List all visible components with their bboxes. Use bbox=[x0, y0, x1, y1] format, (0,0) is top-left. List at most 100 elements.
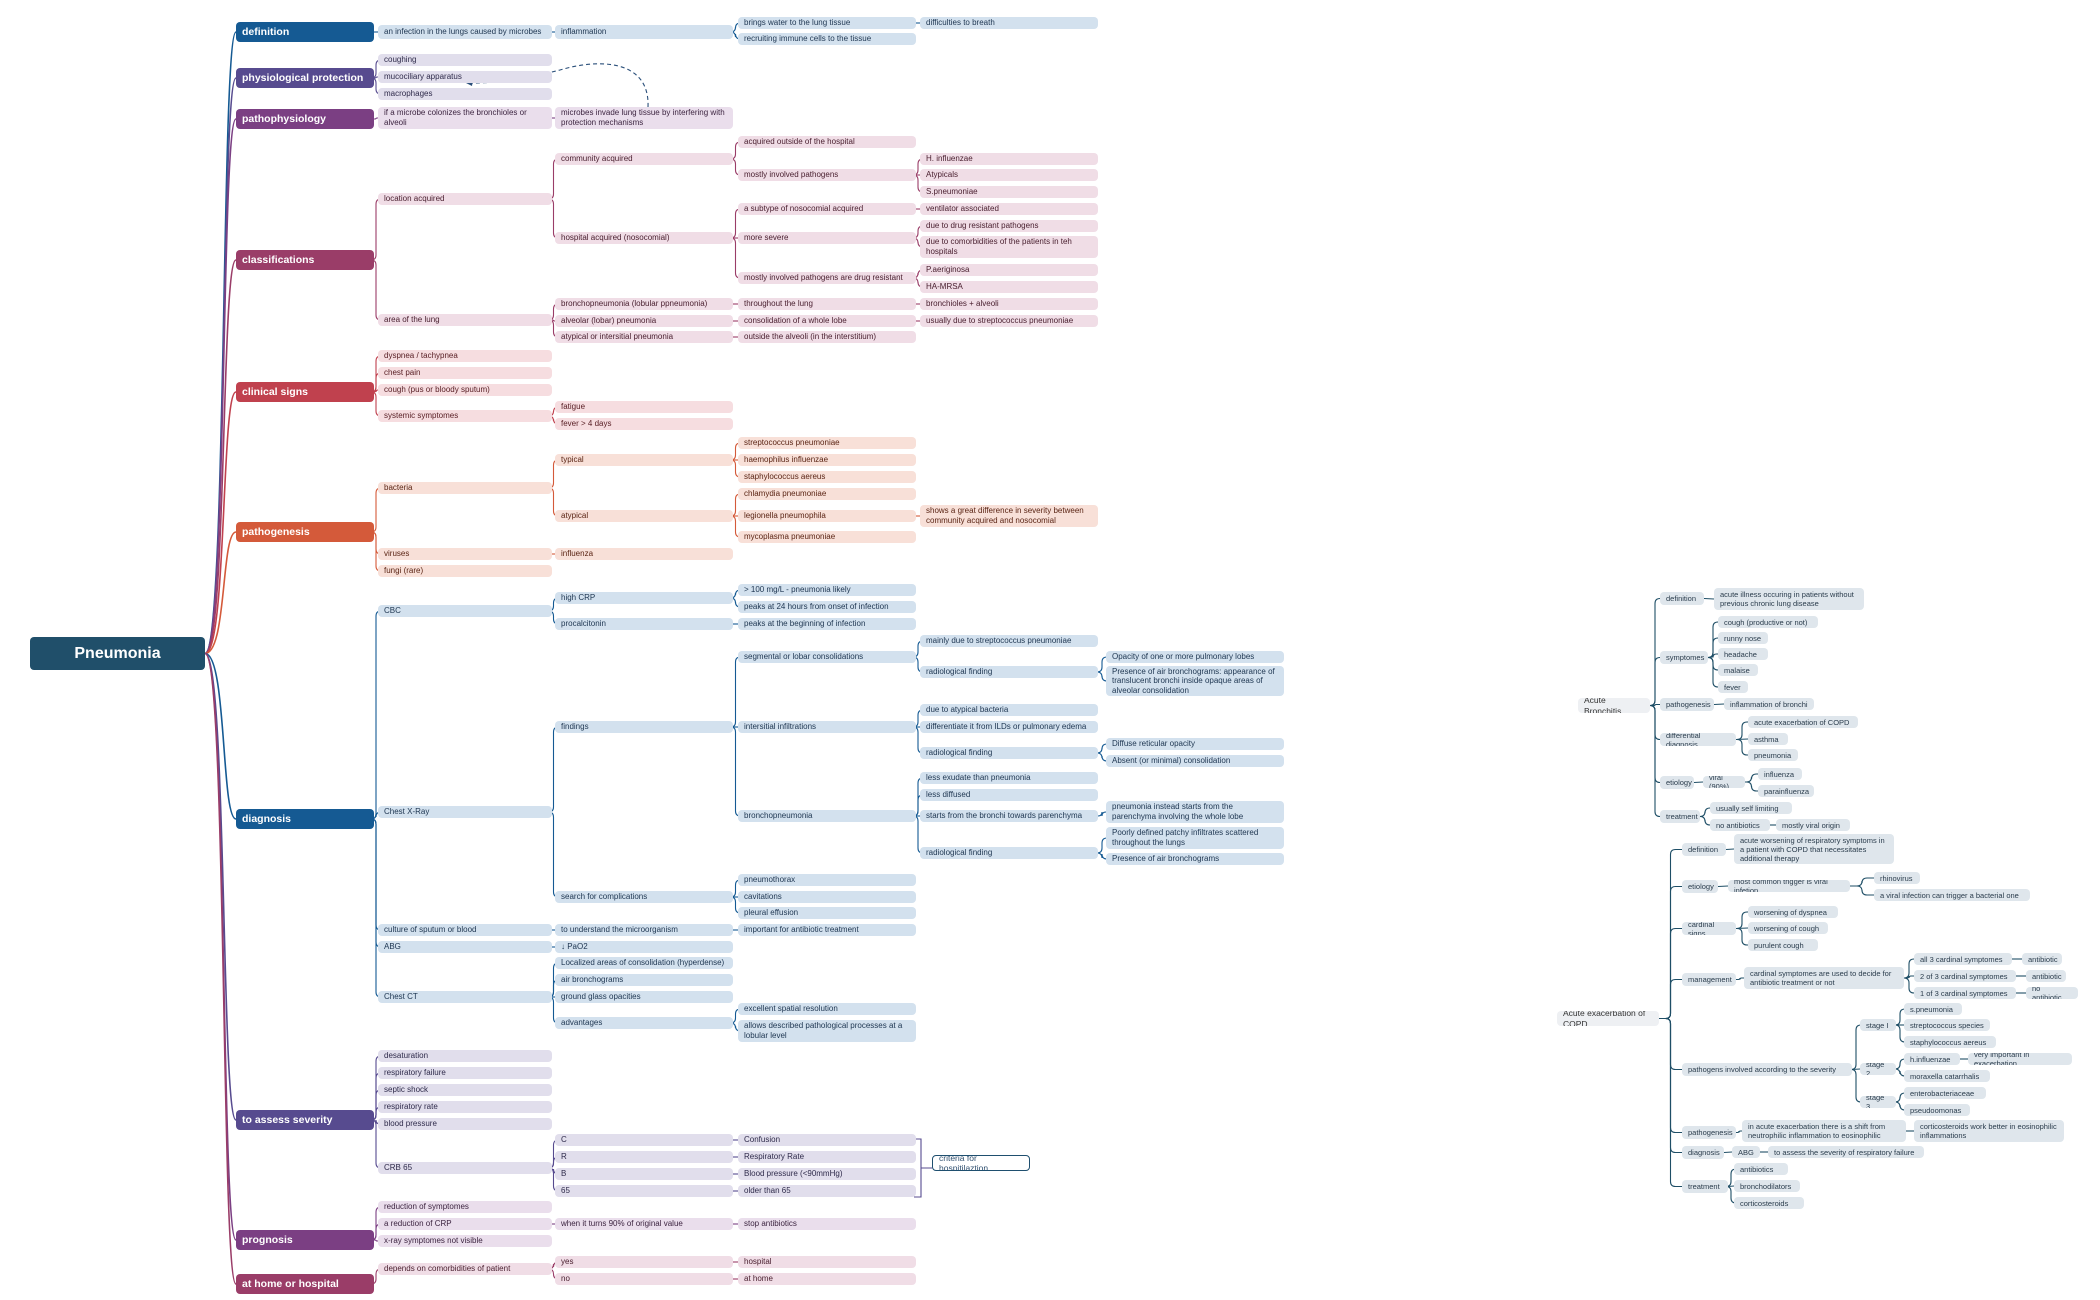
topic-node[interactable]: x-ray symptomes not visible bbox=[378, 1235, 552, 1247]
side-topic-node[interactable]: 1 of 3 cardinal symptomes bbox=[1914, 987, 2016, 999]
topic-node[interactable]: segmental or lobar consolidations bbox=[738, 651, 916, 663]
topic-node[interactable]: Respiratory Rate bbox=[738, 1151, 916, 1163]
side-topic-node[interactable]: worsening of cough bbox=[1748, 922, 1828, 934]
topic-node[interactable]: stop antibiotics bbox=[738, 1218, 916, 1230]
topic-node[interactable]: peaks at 24 hours from onset of infectio… bbox=[738, 601, 916, 613]
topic-node[interactable]: influenza bbox=[555, 548, 733, 560]
side-topic-node[interactable]: antibiotics bbox=[1734, 1163, 1788, 1175]
topic-node[interactable]: yes bbox=[555, 1256, 733, 1268]
topic-node[interactable]: high CRP bbox=[555, 592, 733, 604]
topic-node[interactable]: mostly involved pathogens are drug resis… bbox=[738, 272, 916, 284]
topic-node[interactable]: reduction of symptomes bbox=[378, 1201, 552, 1213]
topic-node[interactable]: location acquired bbox=[378, 193, 552, 205]
branch-definition[interactable]: definition bbox=[236, 22, 374, 42]
topic-node[interactable]: mostly involved pathogens bbox=[738, 169, 916, 181]
topic-node[interactable]: bronchopneumonia bbox=[738, 810, 916, 822]
topic-node[interactable]: starts from the bronchi towards parenchy… bbox=[920, 810, 1098, 822]
topic-node[interactable]: outside the alveoli (in the interstitium… bbox=[738, 331, 916, 343]
side-topic-node[interactable]: h.influenzae bbox=[1904, 1053, 1960, 1065]
side-topic-node[interactable]: viral (90%) bbox=[1703, 776, 1745, 788]
side-topic-node[interactable]: acute exacerbation of COPD bbox=[1748, 716, 1858, 728]
side-topic-node[interactable]: rhinovirus bbox=[1874, 872, 1920, 884]
side-topic-node[interactable]: no antibiotics bbox=[1710, 819, 1770, 831]
topic-node[interactable]: bronchioles + alveoli bbox=[920, 298, 1098, 310]
side-topic-node[interactable]: etiology bbox=[1682, 880, 1718, 893]
topic-node[interactable]: macrophages bbox=[378, 88, 552, 100]
topic-node[interactable]: S.pneumoniae bbox=[920, 186, 1098, 198]
side-topic-node[interactable]: inflammation of bronchi bbox=[1724, 698, 1814, 710]
side-topic-node[interactable]: cough (productive or not) bbox=[1718, 616, 1818, 628]
criteria-label[interactable]: criteria for hospitilaztion bbox=[932, 1155, 1030, 1171]
topic-node[interactable]: a subtype of nosocomial acquired bbox=[738, 203, 916, 215]
side-topic-node[interactable]: purulent cough bbox=[1748, 939, 1818, 951]
topic-node[interactable]: community acquired bbox=[555, 153, 733, 165]
topic-node[interactable]: ABG bbox=[378, 941, 552, 953]
side-topic-node[interactable]: to assess the severity of respiratory fa… bbox=[1768, 1146, 1924, 1158]
topic-node[interactable]: > 100 mg/L - pneumonia likely bbox=[738, 584, 916, 596]
side-topic-node[interactable]: stage 3 bbox=[1860, 1096, 1896, 1108]
topic-node[interactable]: Absent (or minimal) consolidation bbox=[1106, 755, 1284, 767]
side-topic-node[interactable]: cardinal symptomes are used to decide fo… bbox=[1744, 967, 1904, 989]
topic-node[interactable]: fever > 4 days bbox=[555, 418, 733, 430]
topic-node[interactable]: important for antibiotic treatment bbox=[738, 924, 916, 936]
topic-node[interactable]: desaturation bbox=[378, 1050, 552, 1062]
side-topic-node[interactable]: all 3 cardinal symptomes bbox=[1914, 953, 2012, 965]
branch-home[interactable]: at home or hospital bbox=[236, 1274, 374, 1294]
side-topic-node[interactable]: headache bbox=[1718, 648, 1768, 660]
side-topic-node[interactable]: staphylococcus aereus bbox=[1904, 1036, 1996, 1048]
root-topic[interactable]: Pneumonia bbox=[30, 637, 205, 670]
topic-node[interactable]: due to atypical bacteria bbox=[920, 704, 1098, 716]
topic-node[interactable]: procalcitonin bbox=[555, 618, 733, 630]
topic-node[interactable]: Diffuse reticular opacity bbox=[1106, 738, 1284, 750]
topic-node[interactable]: C bbox=[555, 1134, 733, 1146]
topic-node[interactable]: chest pain bbox=[378, 367, 552, 379]
topic-node[interactable]: CRB 65 bbox=[378, 1162, 552, 1174]
branch-patho[interactable]: pathophysiology bbox=[236, 109, 374, 129]
topic-node[interactable]: septic shock bbox=[378, 1084, 552, 1096]
topic-node[interactable]: pneumonia instead starts from the parenc… bbox=[1106, 801, 1284, 823]
side-topic-node[interactable]: cardinal signs bbox=[1682, 922, 1736, 935]
topic-node[interactable]: fatigue bbox=[555, 401, 733, 413]
topic-node[interactable]: intersitial infiltrations bbox=[738, 721, 916, 733]
topic-node[interactable]: a reduction of CRP bbox=[378, 1218, 552, 1230]
side-topic-node[interactable]: acute worsening of respiratory symptoms … bbox=[1734, 834, 1894, 864]
topic-node[interactable]: due to comorbidities of the patients in … bbox=[920, 236, 1098, 258]
topic-node[interactable]: haemophilus influenzae bbox=[738, 454, 916, 466]
topic-node[interactable]: blood pressure bbox=[378, 1118, 552, 1130]
topic-node[interactable]: HA-MRSA bbox=[920, 281, 1098, 293]
side-topic-node[interactable]: differential diagnosis bbox=[1660, 733, 1736, 746]
side-topic[interactable]: Acute exacerbation of COPD bbox=[1557, 1011, 1659, 1026]
topic-node[interactable]: shows a great difference in severity bet… bbox=[920, 505, 1098, 527]
side-topic-node[interactable]: influenza bbox=[1758, 768, 1802, 780]
side-topic-node[interactable]: management bbox=[1682, 973, 1736, 986]
topic-node[interactable]: ventilator associated bbox=[920, 203, 1098, 215]
topic-node[interactable]: usually due to streptococcus pneumoniae bbox=[920, 315, 1098, 327]
branch-physio[interactable]: physiological protection bbox=[236, 68, 374, 88]
side-topic[interactable]: Acute Bronchitis bbox=[1578, 698, 1650, 713]
topic-node[interactable]: culture of sputum or blood bbox=[378, 924, 552, 936]
topic-node[interactable]: streptococcus pneumoniae bbox=[738, 437, 916, 449]
topic-node[interactable]: Localized areas of consolidation (hyperd… bbox=[555, 957, 733, 969]
topic-node[interactable]: ground glass opacities bbox=[555, 991, 733, 1003]
topic-node[interactable]: to understand the microorganism bbox=[555, 924, 733, 936]
side-topic-node[interactable]: fever bbox=[1718, 681, 1748, 693]
topic-node[interactable]: hospital bbox=[738, 1256, 916, 1268]
side-topic-node[interactable]: ABG bbox=[1732, 1146, 1760, 1158]
topic-node[interactable]: ↓ PaO2 bbox=[555, 941, 733, 953]
topic-node[interactable]: H. influenzae bbox=[920, 153, 1098, 165]
topic-node[interactable]: throughout the lung bbox=[738, 298, 916, 310]
topic-node[interactable]: Chest X-Ray bbox=[378, 806, 552, 818]
side-topic-node[interactable]: in acute exacerbation there is a shift f… bbox=[1742, 1120, 1906, 1142]
side-topic-node[interactable]: corticosteroids work better in eosinophi… bbox=[1914, 1120, 2064, 1142]
topic-node[interactable]: Blood pressure (<90mmHg) bbox=[738, 1168, 916, 1180]
topic-node[interactable]: B bbox=[555, 1168, 733, 1180]
topic-node[interactable]: area of the lung bbox=[378, 314, 552, 326]
side-topic-node[interactable]: antibiotic bbox=[2026, 970, 2066, 982]
topic-node[interactable]: pleural effusion bbox=[738, 907, 916, 919]
topic-node[interactable]: atypical or intersitial pneumonia bbox=[555, 331, 733, 343]
topic-node[interactable]: less exudate than pneumonia bbox=[920, 772, 1098, 784]
topic-node[interactable]: if a microbe colonizes the bronchioles o… bbox=[378, 107, 552, 129]
side-topic-node[interactable]: bronchodilators bbox=[1734, 1180, 1800, 1192]
branch-diag[interactable]: diagnosis bbox=[236, 809, 374, 829]
topic-node[interactable]: depends on comorbidities of patient bbox=[378, 1263, 552, 1275]
